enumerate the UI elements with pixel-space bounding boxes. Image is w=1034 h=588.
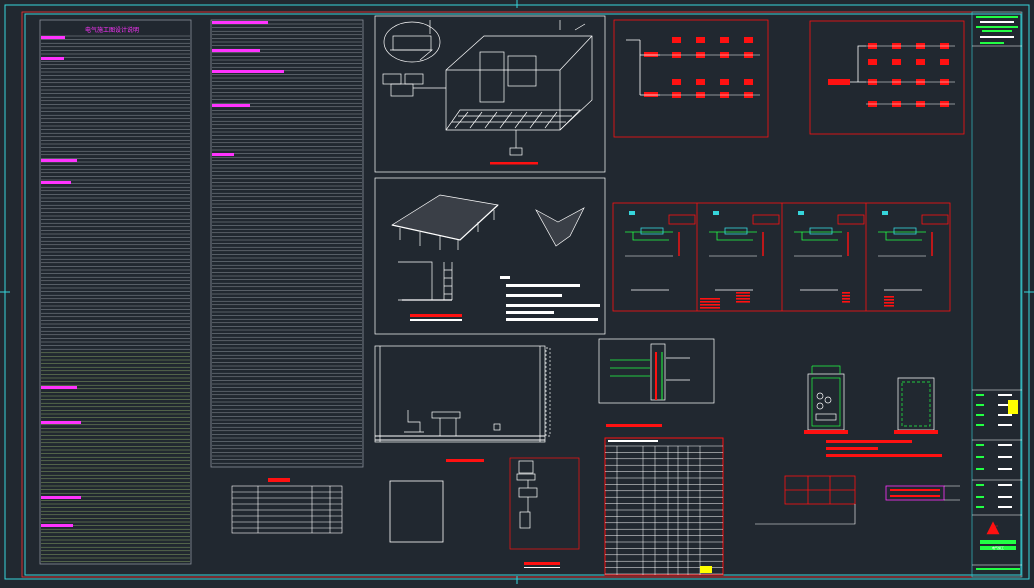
notes-headings-1 [41,36,81,527]
design-notes-panel-2 [210,19,364,468]
note-bar [736,295,750,297]
note-bar [884,296,894,298]
breaker-box [644,52,658,57]
terminal-strip-diagram [885,485,960,501]
title-block-mark [998,468,1012,470]
wiring-panels [612,202,951,312]
breaker-box [696,37,705,43]
note-bar [842,301,850,303]
device-box [640,227,664,235]
title-block-mark [976,394,984,396]
equipment-connection-diagram [509,457,580,568]
device-box [809,227,833,235]
isometric-computer-room-diagram [374,15,606,173]
title-block-mark [976,484,984,486]
title-block-mark [998,414,1012,416]
title-block-mark [976,414,984,416]
note-bar [700,304,720,306]
panel-label-box [752,214,780,225]
room-elevation-diagram [374,345,551,462]
note-bar [736,298,750,300]
panel-label-box [837,214,865,225]
notes-text-lines-2 [212,23,362,464]
title-block-mark [998,484,1012,486]
stamp-text: 电气施工 [992,545,1004,550]
wire [794,231,842,241]
equipment-schedule-table [604,437,724,576]
note-bar [736,301,750,303]
title-block-mark [976,506,984,508]
title-block-mark [976,456,984,458]
tag [629,211,635,215]
breaker-box [828,79,850,85]
distribution-system-diagram-2 [809,20,965,135]
legend-table [231,478,343,534]
note-bar [700,307,720,309]
title-block-mark [1008,400,1018,414]
breaker-box [744,37,753,43]
title-block-mark [998,404,1012,406]
title-block-mark [998,496,1012,498]
breaker-box [868,59,877,65]
breaker-box [940,59,949,65]
title-block-mark [998,424,1012,426]
note-bar [842,298,850,300]
cabinet-detail-diagram [804,365,942,457]
grounding-detail-diagram [598,338,715,427]
title-block-mark [976,424,984,426]
note-bar [884,305,894,307]
title-block-mark [998,456,1012,458]
title-block-mark [976,496,984,498]
breaker-box [672,79,681,85]
note-bar [842,292,850,294]
title-block-mark [976,404,984,406]
title-block-mark [976,444,984,446]
distribution-system-diagram-1 [613,19,769,138]
wire [625,231,673,241]
wire [878,231,926,241]
device-box [724,227,748,235]
tag [882,211,888,215]
title-block-mark [976,468,984,470]
breaker-box [720,37,729,43]
breaker-box [720,79,729,85]
device-box [893,227,917,235]
design-notes-panel-1: 电气施工图设计说明 [39,19,192,565]
tag [798,211,804,215]
notes-title: 电气施工图设计说明 [85,26,139,34]
bus-layout-diagram [755,475,856,525]
note-bar [842,295,850,297]
panel-label-box [921,214,949,225]
raised-floor-detail-diagram [374,177,606,335]
note-bar [884,302,894,304]
panel-label-box [668,214,696,225]
title-block-mark [998,444,1012,446]
title-block-mark [998,394,1012,396]
note-bar [700,298,720,300]
tag [713,211,719,215]
breaker-box [744,79,753,85]
breaker-box [916,59,925,65]
breaker-box [644,92,658,97]
title-block-mark [998,506,1012,508]
title-block: 电气施工 [971,11,1023,578]
breaker-box [892,59,901,65]
note-bar [884,299,894,301]
breaker-box [696,79,705,85]
note-bar [736,292,750,294]
company-logo [986,521,1000,535]
blank-frame [389,480,444,543]
notes-headings-2 [212,21,284,156]
wire [709,231,757,241]
breaker-box [672,37,681,43]
note-bar [700,301,720,303]
